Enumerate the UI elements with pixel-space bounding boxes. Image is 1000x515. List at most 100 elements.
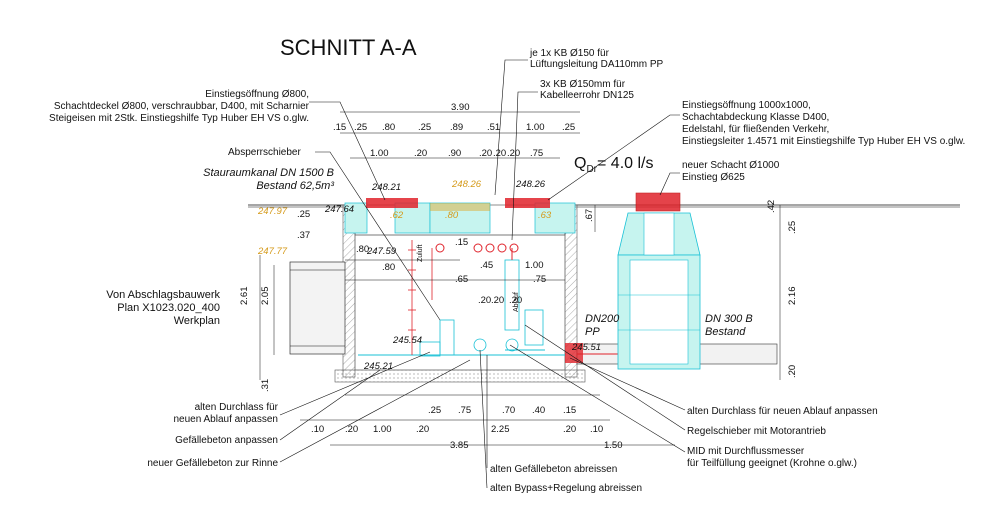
- svg-text:Kabelleerrohr DN125: Kabelleerrohr DN125: [540, 90, 634, 101]
- svg-text:Einstiegsleiter 1.4571 mit Ein: Einstiegsleiter 1.4571 mit Einstiegshilf…: [682, 136, 965, 147]
- svg-text:für Teilfüllung geeignet (Kroh: für Teilfüllung geeignet (Krohne o.glw.): [687, 458, 857, 469]
- svg-text:2.05: 2.05: [260, 287, 271, 306]
- svg-text:.80: .80: [445, 210, 459, 221]
- svg-text:247.77: 247.77: [257, 246, 288, 257]
- svg-text:1.00: 1.00: [525, 260, 544, 271]
- svg-text:2.16: 2.16: [787, 287, 798, 306]
- svg-text:.25: .25: [562, 122, 575, 133]
- annotation-bypass: alten Bypass+Regelung abreissen: [490, 483, 642, 494]
- annotation-einstieg800: Einstiegsöffnung Ø800, Schachtdeckel Ø80…: [49, 89, 310, 124]
- svg-text:.20: .20: [509, 295, 522, 306]
- svg-text:245.51: 245.51: [571, 342, 601, 353]
- svg-text:2.61: 2.61: [239, 287, 250, 306]
- svg-text:.25: .25: [787, 221, 798, 234]
- svg-text:.20: .20: [414, 148, 427, 159]
- label-zuluft: Zuluft: [417, 244, 424, 262]
- drawing-title: SCHNITT A-A: [280, 35, 417, 60]
- annotation-alten-durchlass: alten Durchlass für neuen Ablauf anpasse…: [173, 402, 278, 425]
- svg-text:247.97: 247.97: [257, 206, 288, 217]
- svg-text:Von Abschlagsbauwerk: Von Abschlagsbauwerk: [106, 289, 220, 301]
- svg-text:248.26: 248.26: [451, 179, 482, 190]
- annotation-gefaelle-anpassen: Gefällebeton anpassen: [175, 435, 278, 446]
- svg-text:2.25: 2.25: [491, 424, 510, 435]
- svg-text:je 1x KB Ø150 für: je 1x KB Ø150 für: [529, 48, 610, 59]
- svg-text:.70: .70: [502, 405, 515, 416]
- svg-text:Einstieg Ø625: Einstieg Ø625: [682, 172, 745, 183]
- left-pipe: [289, 261, 346, 355]
- svg-text:3.85: 3.85: [450, 440, 469, 451]
- svg-text:.42: .42: [766, 200, 777, 213]
- svg-text:3x KB Ø150mm für: 3x KB Ø150mm für: [540, 79, 626, 90]
- svg-text:.25: .25: [354, 122, 367, 133]
- svg-text:1.00: 1.00: [373, 424, 392, 435]
- svg-text:.45: .45: [480, 260, 493, 271]
- svg-text:248.26: 248.26: [515, 179, 546, 190]
- svg-text:Einstiegsöffnung Ø800,: Einstiegsöffnung Ø800,: [205, 89, 309, 100]
- svg-text:Plan X1023.020_400: Plan X1023.020_400: [117, 302, 220, 314]
- level-markers: 248.21 248.26 248.26 247.64 247.59 245.5…: [257, 179, 601, 372]
- main-chamber: [334, 198, 586, 383]
- svg-text:1.00: 1.00: [526, 122, 545, 133]
- svg-text:.15: .15: [333, 122, 346, 133]
- svg-text:245.21: 245.21: [363, 361, 393, 372]
- svg-text:Einstiegsöffnung 1000x1000,: Einstiegsöffnung 1000x1000,: [682, 100, 811, 111]
- level-scale: [408, 240, 416, 355]
- svg-text:.20: .20: [478, 295, 491, 306]
- svg-text:Lüftungsleitung DA110mm PP: Lüftungsleitung DA110mm PP: [530, 59, 664, 70]
- annotation-dn200: DN200 PP: [585, 313, 620, 338]
- dimension-lines-top: [259, 111, 781, 446]
- svg-text:Stauraumkanal DN 1500 B: Stauraumkanal DN 1500 B: [203, 167, 334, 179]
- svg-text:.20: .20: [507, 148, 520, 159]
- svg-text:PP: PP: [585, 326, 600, 338]
- svg-text:.15: .15: [563, 405, 576, 416]
- svg-text:.25: .25: [428, 405, 441, 416]
- svg-text:Edelstahl, für fließenden Verk: Edelstahl, für fließenden Verkehr,: [682, 124, 829, 135]
- kb-circles: [435, 243, 519, 253]
- svg-text:.62: .62: [390, 210, 404, 221]
- annotation-stauraumkanal: Stauraumkanal DN 1500 B Bestand 62,5m³: [203, 167, 334, 192]
- svg-text:QDr= 4.0 l/s: QDr= 4.0 l/s: [574, 155, 654, 175]
- annotation-gefaelle-abreissen: alten Gefällebeton abreissen: [490, 464, 617, 475]
- svg-text:.67: .67: [584, 209, 595, 222]
- svg-text:247.59: 247.59: [366, 246, 397, 257]
- svg-text:Schachtdeckel Ø800, verschraub: Schachtdeckel Ø800, verschraubbar, D400,…: [54, 101, 310, 112]
- annotation-absperrschieber: Absperrschieber: [228, 147, 301, 158]
- svg-text:Werkplan: Werkplan: [174, 315, 220, 327]
- svg-text:.15: .15: [455, 237, 468, 248]
- label-ablauf: Ablauf: [513, 292, 520, 312]
- svg-text:neuer Schacht Ø1000: neuer Schacht Ø1000: [682, 160, 780, 171]
- svg-text:Bestand: Bestand: [705, 326, 746, 338]
- svg-text:.80: .80: [382, 122, 395, 133]
- svg-text:neuen Ablauf anpassen: neuen Ablauf anpassen: [173, 414, 278, 425]
- svg-text:.80: .80: [356, 244, 369, 255]
- svg-text:Bestand 62,5m³: Bestand 62,5m³: [256, 180, 334, 192]
- svg-text:.20: .20: [416, 424, 429, 435]
- svg-text:.65: .65: [455, 274, 468, 285]
- annotation-kb150: je 1x KB Ø150 für Lüftungsleitung DA110m…: [529, 48, 664, 70]
- svg-text:1.50: 1.50: [604, 440, 623, 451]
- annotation-durchlass-ablauf: alten Durchlass für neuen Ablauf anpasse…: [687, 406, 878, 417]
- svg-text:MID mit Durchflussmesser: MID mit Durchflussmesser: [687, 446, 805, 457]
- svg-text:.37: .37: [297, 230, 310, 241]
- dim-bottom-totals: 3.85 1.50: [450, 440, 623, 451]
- svg-text:.75: .75: [530, 148, 543, 159]
- annotation-einstieg1000: Einstiegsöffnung 1000x1000, Schachtabdec…: [682, 100, 965, 147]
- annotation-von-abschlag: Von Abschlagsbauwerk Plan X1023.020_400 …: [106, 289, 220, 327]
- svg-text:.51: .51: [487, 122, 500, 133]
- dim-top-row2: 1.00 .20 .90 .20 .20 .20 .75: [370, 148, 543, 159]
- dim-inner-mid: .15 .62 .80 .63: [390, 210, 552, 248]
- svg-text:alten Durchlass für: alten Durchlass für: [195, 402, 279, 413]
- svg-text:.20: .20: [479, 148, 492, 159]
- dim-left-row: .80 .80 .45 1.00 .65 .75 .20 .20 .20: [356, 244, 546, 306]
- svg-text:.25: .25: [297, 209, 310, 220]
- svg-text:247.64: 247.64: [324, 204, 354, 215]
- svg-text:Schachtabdeckung Klasse D400,: Schachtabdeckung Klasse D400,: [682, 112, 829, 123]
- svg-text:.75: .75: [533, 274, 546, 285]
- svg-text:.89: .89: [450, 122, 463, 133]
- dim-top-total: 3.90: [451, 102, 470, 113]
- svg-text:.20: .20: [787, 365, 798, 378]
- svg-text:.10: .10: [311, 424, 324, 435]
- dim-bottom-row2: .10 .20 1.00 .20 2.25 .20 .10: [311, 424, 603, 435]
- flow-label: QDr= 4.0 l/s: [574, 155, 654, 175]
